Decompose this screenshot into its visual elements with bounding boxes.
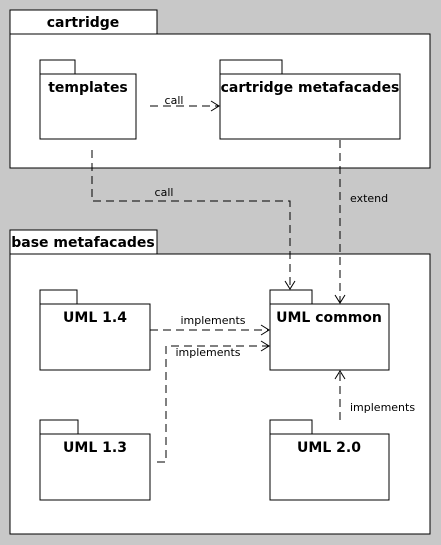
edge-templates-to-uml-common: call [91,150,296,290]
arrowhead [260,324,270,336]
package-base-metafacades-tab [9,229,158,255]
package-templates[interactable]: templates [39,59,137,140]
package-uml-common-tab [269,289,313,305]
package-uml20-tab [269,419,313,435]
edge-line [157,345,269,463]
package-templates-label: templates [48,80,128,96]
package-base-metafacades-label: base metafacades [11,235,155,251]
arrowhead [260,340,270,352]
arrowhead [284,280,296,290]
package-uml14-label: UML 1.4 [63,310,127,326]
package-uml-common-body [269,303,390,371]
package-uml-common-label: UML common [276,310,382,326]
edge-label-extend: extend [350,192,388,205]
package-uml20[interactable]: UML 2.0 [269,419,390,501]
edge-label-implements: implements [175,346,240,359]
arrowhead [210,100,220,112]
package-cartridge-metafacades[interactable]: cartridge metafacades [219,59,401,140]
package-uml13[interactable]: UML 1.3 [39,419,151,501]
edge-templates-to-cartridge-metafacades: call [150,94,220,112]
edge-label-call: call [155,186,174,199]
package-uml14-tab [39,289,78,305]
package-uml-common[interactable]: UML common [269,289,390,371]
package-uml13-body [39,433,151,501]
package-uml20-label: UML 2.0 [297,440,361,456]
package-uml20-body [269,433,390,501]
package-cartridge-metafacades-body [219,73,401,140]
edge-uml13-implements: implements [157,340,270,463]
package-cartridge-label: cartridge [47,15,120,31]
edge-uml14-implements: implements [150,314,270,336]
edge-label-call: call [165,94,184,107]
edge-label-implements: implements [180,314,245,327]
arrowhead [334,370,346,380]
package-uml13-label: UML 1.3 [63,440,127,456]
package-templates-body [39,73,137,140]
package-cartridge-metafacades-label: cartridge metafacades [221,80,400,96]
package-cartridge-tab [9,9,158,35]
arrowhead [334,294,346,304]
edge-cartridge-metafacades-extend: extend [334,140,388,304]
edge-label-implements: implements [350,401,415,414]
package-uml13-tab [39,419,79,435]
edge-line [91,150,291,289]
edge-uml20-implements: implements [334,370,415,420]
package-uml14[interactable]: UML 1.4 [39,289,151,371]
package-cartridge-metafacades-tab [219,59,283,75]
package-templates-tab [39,59,76,75]
package-uml14-body [39,303,151,371]
